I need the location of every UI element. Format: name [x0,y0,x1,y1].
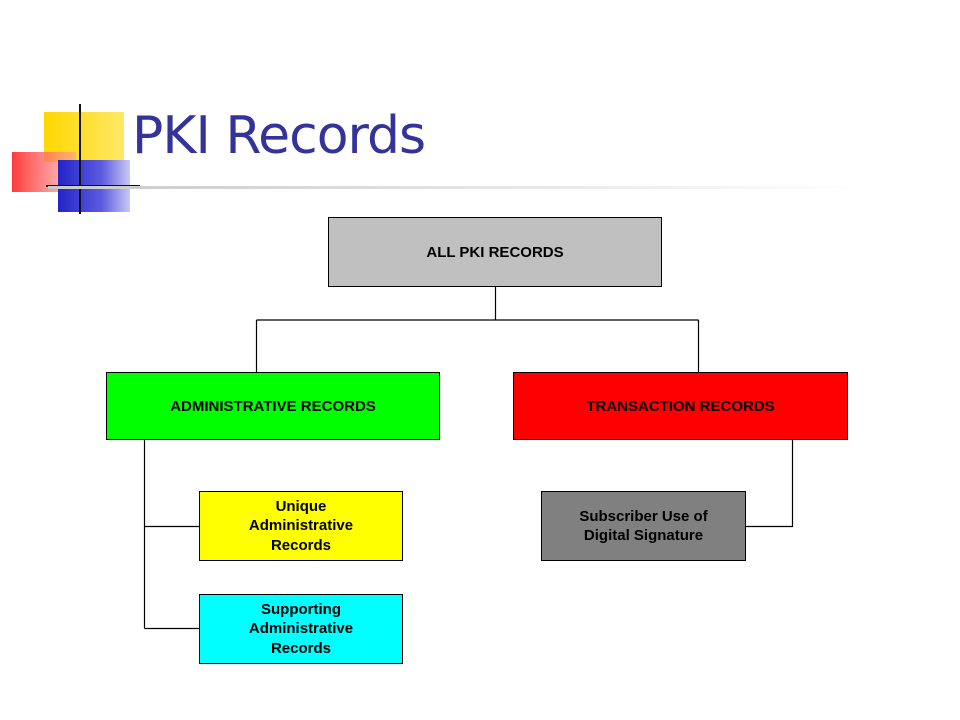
admin-children-connector [143,440,199,630]
unique-administrative-records-node: Unique Administrative Records [199,491,403,561]
subscriber-use-digital-signature-label: Subscriber Use of Digital Signature [579,507,708,545]
transaction-records-label: TRANSACTION RECORDS [586,397,775,415]
subscriber-use-digital-signature-node: Subscriber Use of Digital Signature [541,491,746,561]
supporting-administrative-records-node: Supporting Administrative Records [199,594,403,664]
supporting-administrative-records-label: Supporting Administrative Records [248,600,354,657]
all-pki-records-label: ALL PKI RECORDS [426,243,564,261]
administrative-records-node: ADMINISTRATIVE RECORDS [106,372,440,440]
all-pki-records-node: ALL PKI RECORDS [328,217,662,287]
page-title: PKI Records [132,106,426,166]
unique-administrative-records-label: Unique Administrative Records [248,497,354,554]
root-to-children-connector [255,287,700,372]
transaction-records-node: TRANSACTION RECORDS [513,372,848,440]
title-divider [48,186,868,189]
administrative-records-label: ADMINISTRATIVE RECORDS [170,397,376,415]
transaction-child-connector [746,440,794,528]
